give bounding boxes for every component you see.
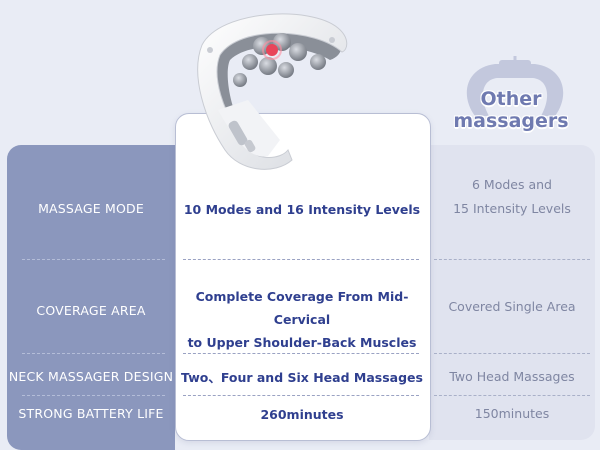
other-battery-life: 150minutes [429,402,595,426]
other-value-line: 150minutes [474,406,550,421]
other-value-line: 15 Intensity Levels [453,201,571,216]
row-divider [183,353,419,354]
row-label-battery-life: STRONG BATTERY LIFE [18,406,164,421]
other-massagers-column [429,145,595,440]
product-value-line: to Upper Shoulder-Back Muscles [187,335,417,350]
product-value-line: Complete Coverage From Mid-Cervical [195,289,409,327]
neck-massager-product-image [197,13,348,170]
product-value-line: 260minutes [260,407,344,422]
product-massage-mode: 10 Modes and 16 Intensity Levels [175,198,429,221]
product-value-line: 10 Modes and 16 Intensity Levels [183,202,421,217]
row-divider [434,259,590,260]
product-value-line: Two、Four and Six Head Massages [181,370,423,385]
row-divider [22,353,165,354]
other-massager-icon [466,56,564,116]
feature-label-column [7,145,175,450]
other-coverage-area: Covered Single Area [429,295,595,319]
other-value-line: Covered Single Area [448,299,576,314]
other-title-line2: massagers [453,110,569,132]
other-value-line: Two Head Massages [449,369,575,384]
other-design: Two Head Massages [429,365,595,389]
row-divider [434,395,590,396]
product-highlight-card [175,113,431,441]
product-design: Two、Four and Six Head Massages [175,366,429,389]
other-massagers-title: Other massagers [430,88,592,132]
product-coverage-area: Complete Coverage From Mid-Cervical to U… [175,285,429,354]
product-battery-life: 260minutes [175,403,429,426]
row-divider [183,395,419,396]
row-divider [183,259,419,260]
row-label-neck-massager-design: NECK MASSAGER DESIGN [8,369,174,384]
row-divider [22,395,165,396]
row-divider [22,259,165,260]
other-title-line1: Other [480,88,542,110]
other-value-line: 6 Modes and [472,177,552,192]
other-massage-mode: 6 Modes and 15 Intensity Levels [429,173,595,221]
row-divider [434,353,590,354]
row-label-coverage-area: COVERAGE AREA [36,303,146,318]
row-label-massage-mode: MASSAGE MODE [38,201,144,216]
